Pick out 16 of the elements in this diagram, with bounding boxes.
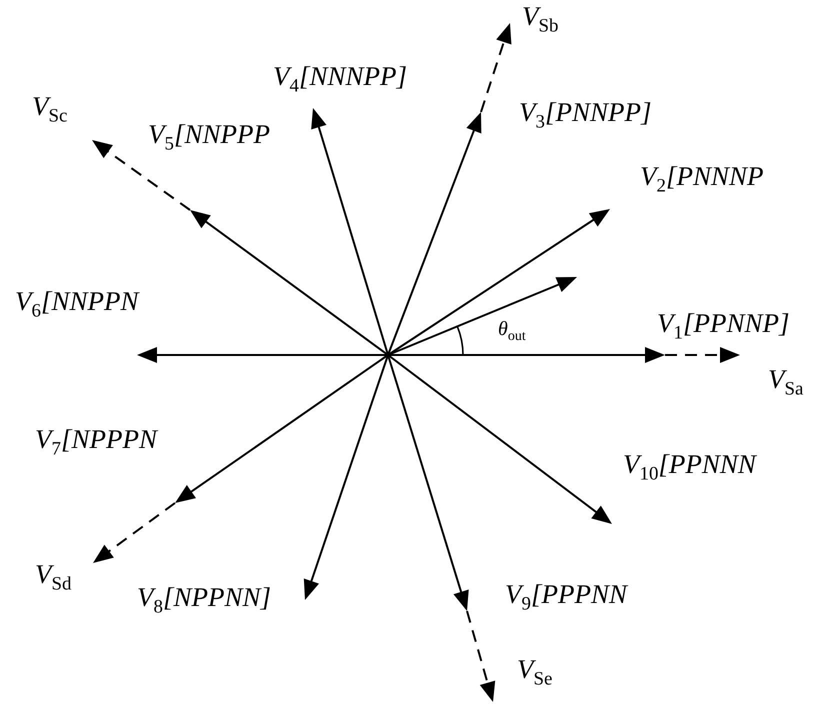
vector-label: V$_{9}$[PPPNN bbox=[505, 580, 627, 616]
vector-label: V$_{3}$[PNNPP] bbox=[519, 98, 652, 134]
vector-label: V$_{10}$[PPNNN bbox=[623, 450, 756, 486]
vector-label: V$_{4}$[NNNPP] bbox=[273, 62, 407, 98]
vector-label: V$_{2}$[PNNNP bbox=[640, 162, 764, 198]
vector-label: V$_{5}$[NNPPP bbox=[148, 120, 270, 156]
vector-label: V$_{Sc}$ bbox=[32, 92, 68, 128]
vector-label: V$_{8}$[NPPNN] bbox=[137, 583, 271, 618]
vector-label: V$_{Sd}$ bbox=[35, 560, 72, 596]
vector-label: V$_{1}$[PPNNP] bbox=[657, 309, 790, 344]
vector-label: V$_{Sa}$ bbox=[768, 365, 804, 400]
vector-label: V$_{7}$[NPPPN bbox=[35, 425, 157, 460]
vector-label: V$_{Se}$ bbox=[517, 655, 552, 690]
vector-label: V$_{Sb}$ bbox=[522, 2, 558, 38]
angle-label: θ$_{out}$ bbox=[498, 318, 526, 344]
vector-label: V$_{6}$[NNPPN bbox=[15, 287, 138, 322]
